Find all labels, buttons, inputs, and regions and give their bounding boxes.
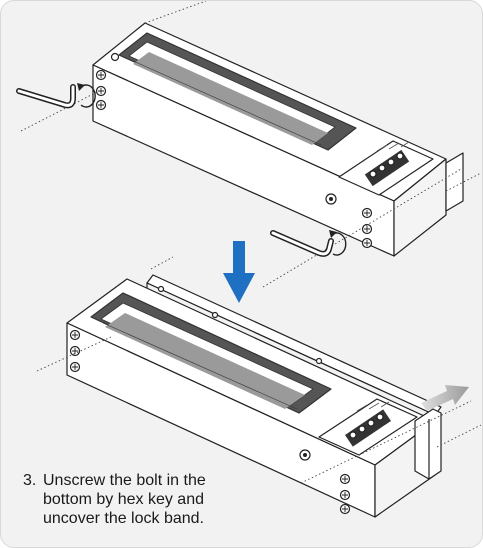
step-number: 3. bbox=[23, 472, 37, 489]
step-line-1: 3.Unscrew the bolt in the bbox=[23, 472, 206, 489]
hex-key-icon bbox=[16, 84, 76, 109]
rotation-arrow-icon bbox=[329, 230, 347, 256]
axis-lines-top bbox=[20, 1, 482, 288]
step-caption: 3.Unscrew the bolt in the bottom by hex … bbox=[23, 471, 283, 528]
terminal-block-top bbox=[364, 149, 410, 187]
down-arrow-icon bbox=[223, 241, 255, 303]
lock-bottom bbox=[66, 274, 442, 518]
hex-key-icon bbox=[270, 230, 334, 257]
axis-lines-bottom bbox=[36, 256, 482, 484]
lock-top bbox=[92, 22, 464, 257]
step-line-2: bottom by hex key and bbox=[43, 491, 204, 508]
step-line-3: uncover the lock band. bbox=[43, 510, 204, 527]
terminal-block-bottom bbox=[345, 409, 391, 447]
rotation-arrow-icon bbox=[77, 83, 96, 108]
slide-arrow-icon bbox=[421, 385, 469, 411]
